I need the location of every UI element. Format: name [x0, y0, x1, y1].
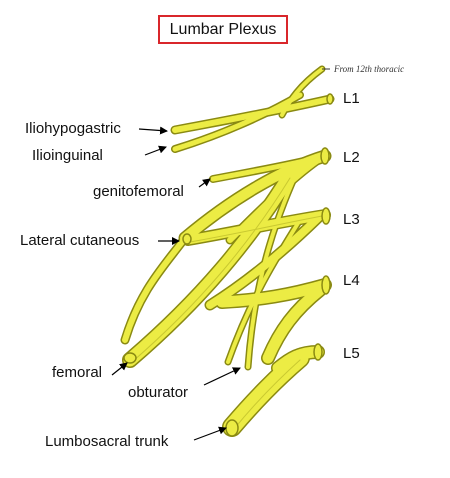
level-l4: L4: [343, 272, 360, 289]
diagram-title: Lumbar Plexus: [158, 15, 288, 44]
root-cut-ends: [123, 93, 334, 437]
level-l3: L3: [343, 211, 360, 228]
level-l5: L5: [343, 345, 360, 362]
level-l2: L2: [343, 149, 360, 166]
arrow-iliohypogastric: [138, 126, 168, 135]
level-l1: L1: [343, 90, 360, 107]
label-genitofemoral: genitofemoral: [93, 183, 184, 200]
arrow-femoral: [111, 362, 128, 376]
label-lateral-cutaneous: Lateral cutaneous: [20, 232, 140, 249]
label-lumbosacral-trunk: Lumbosacral trunk: [45, 433, 169, 450]
label-iliohypogastric: Iliohypogastric: [25, 120, 121, 137]
arrow-lumbosacral: [193, 426, 227, 441]
arrow-genitofemoral: [198, 178, 211, 188]
label-ilioinguinal: Ilioinguinal: [32, 147, 103, 164]
label-femoral: femoral: [52, 364, 103, 381]
arrow-ilioinguinal: [144, 145, 167, 156]
nerve-strands: [120, 65, 335, 437]
thoracic-note: From 12th thoracic: [334, 64, 405, 74]
arrow-obturator: [203, 367, 241, 386]
label-obturator: obturator: [128, 384, 189, 401]
label-arrows: [111, 126, 241, 441]
